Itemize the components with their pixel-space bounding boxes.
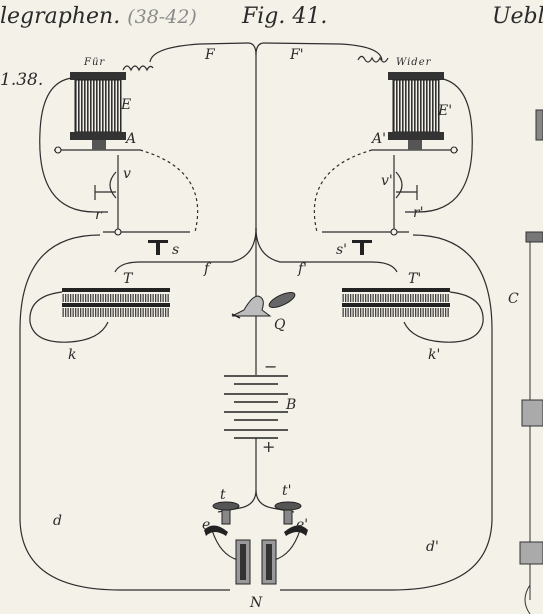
- dotted-arc-left: [139, 149, 199, 233]
- wire-k-prime: [403, 291, 484, 343]
- figure-caption: Fig. 41.: [242, 4, 328, 29]
- pivot-right-bottom: [390, 228, 398, 236]
- label-Q: Q: [274, 317, 286, 333]
- contact-s-head: [148, 240, 168, 243]
- pivot-right-top: [450, 146, 458, 154]
- wire-to-key-t-prime: [255, 489, 295, 513]
- wire-d-prime: [280, 234, 493, 591]
- label-wider: Wider: [396, 57, 432, 68]
- label-C: C: [508, 291, 519, 307]
- electromagnet-left: [70, 72, 126, 150]
- label-e: e: [202, 517, 211, 533]
- label-r-prime: r': [413, 205, 424, 221]
- label-d-prime: d': [426, 539, 439, 555]
- wire-e-to-N: [211, 529, 239, 561]
- dotted-arc-right: [313, 149, 373, 233]
- label-d: d: [53, 513, 62, 529]
- running-header-left: legraphen. (38-42): [0, 4, 197, 29]
- label-T: T: [123, 271, 133, 287]
- label-N: N: [250, 595, 263, 611]
- label-E-prime: E': [438, 103, 453, 119]
- label-plus: +: [262, 437, 276, 456]
- switch-Q: [231, 292, 296, 319]
- contact-s-prime-head: [352, 240, 372, 243]
- wire-right-coil-loop: [405, 77, 473, 213]
- wire-d: [19, 234, 230, 591]
- battery-B: [224, 375, 288, 439]
- label-f: f: [204, 261, 210, 277]
- label-k-prime: k': [428, 347, 441, 363]
- label-s-prime: s': [336, 242, 348, 258]
- wire-f: [114, 227, 257, 273]
- label-k: k: [68, 347, 77, 363]
- tape-T-prime: [342, 288, 450, 317]
- label-t-prime: t': [282, 483, 292, 499]
- contact-s-stem: [156, 243, 160, 255]
- label-A: A: [126, 131, 137, 147]
- label-E: E: [121, 97, 132, 113]
- label-t: t: [220, 487, 226, 503]
- electromagnet-right: [388, 72, 444, 150]
- header-page-range: (38-42): [127, 6, 197, 28]
- coil-lead-right: [357, 55, 389, 63]
- wire-left-coil-loop: [39, 77, 108, 213]
- terminal-N: [235, 539, 277, 585]
- adjacent-figure-fragment: [519, 109, 543, 614]
- label-f-prime: f': [298, 261, 308, 277]
- label-v-prime: v': [381, 173, 393, 189]
- previous-figure-number: 1.38.: [0, 70, 44, 90]
- label-A-prime: A': [372, 131, 386, 147]
- header-title: legraphen.: [0, 4, 121, 29]
- wire-e-prime-to-N: [273, 529, 301, 561]
- label-r: r: [95, 207, 102, 223]
- coil-lead-left: [122, 65, 154, 72]
- key-t-prime: [274, 501, 308, 536]
- label-e-prime: e': [296, 517, 309, 533]
- label-F: F: [205, 47, 215, 63]
- label-T-prime: T': [408, 271, 422, 287]
- pen-arm-left: [94, 171, 117, 200]
- wire-k: [29, 291, 109, 343]
- tape-T: [62, 288, 170, 317]
- label-fur: Für: [84, 57, 106, 68]
- label-F-prime: F': [290, 47, 304, 63]
- key-t: [204, 501, 240, 536]
- wire-f-prime: [255, 227, 398, 273]
- running-header-right: Uebl: [492, 4, 543, 29]
- pivot-left-bottom: [114, 228, 122, 236]
- label-v: v: [123, 166, 131, 182]
- wire-F: [149, 42, 257, 63]
- wire-F-prime: [255, 42, 383, 61]
- pen-arm-right: [395, 171, 418, 200]
- label-minus: −: [264, 357, 278, 376]
- label-s: s: [172, 242, 180, 258]
- contact-s-prime-stem: [360, 243, 364, 255]
- label-B: B: [286, 397, 297, 413]
- pivot-left-top: [54, 146, 62, 154]
